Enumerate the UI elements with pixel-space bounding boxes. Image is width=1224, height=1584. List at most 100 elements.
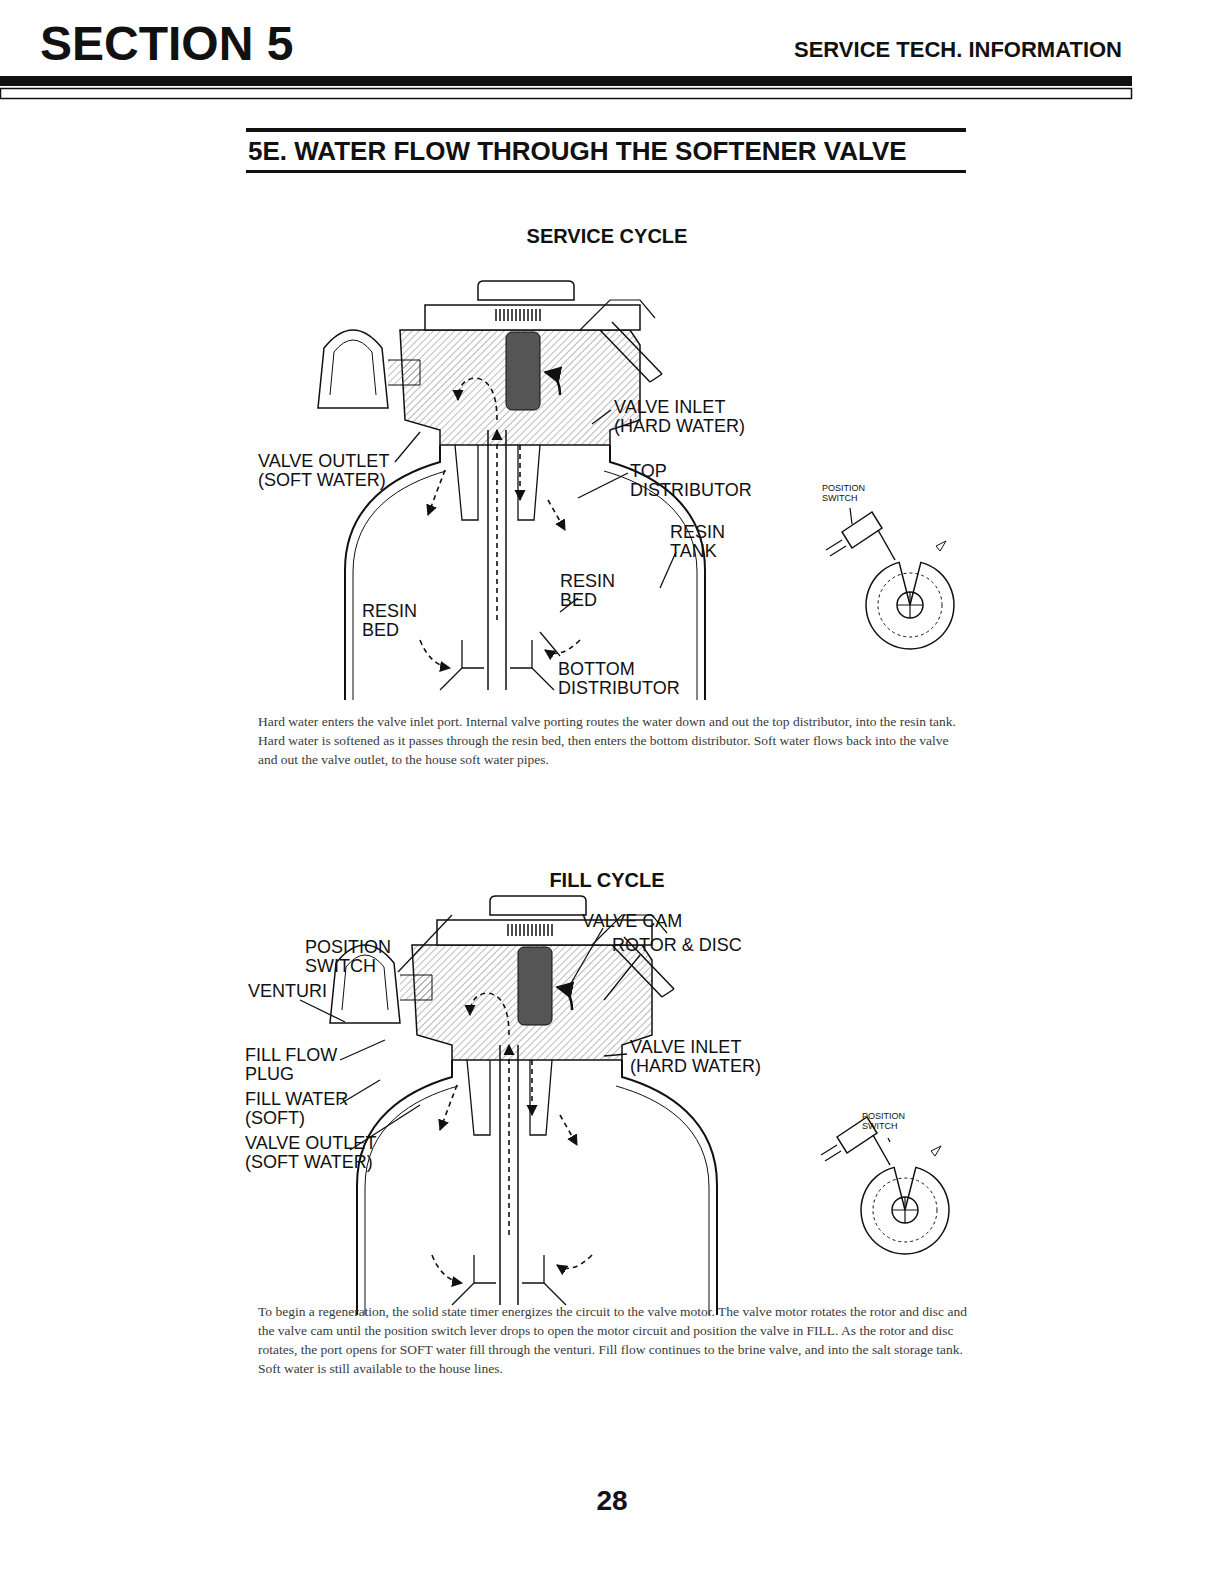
switch-lead bbox=[821, 1145, 841, 1161]
gear-tooth bbox=[551, 924, 553, 936]
flow-arrow bbox=[440, 1085, 457, 1130]
flow-arrow bbox=[545, 640, 580, 653]
part-label: RESIN TANK bbox=[670, 523, 745, 562]
part-label: VALVE OUTLET (SOFT WATER) bbox=[245, 1134, 395, 1173]
motor-cover bbox=[490, 896, 586, 915]
gear-tooth bbox=[495, 309, 497, 321]
cam-hub bbox=[892, 1197, 918, 1223]
direction-mark bbox=[936, 541, 946, 551]
part-label: SERVICE TECH. INFORMATION bbox=[722, 38, 1122, 62]
header-rule bbox=[1, 89, 1132, 99]
riser-tube bbox=[488, 430, 506, 690]
gear-tooth bbox=[515, 309, 517, 321]
gear-tooth bbox=[511, 924, 513, 936]
part-label: FILL WATER (SOFT) bbox=[245, 1090, 375, 1129]
part-label: VALVE INLET (HARD WATER) bbox=[630, 1038, 780, 1077]
section-title: 5E. WATER FLOW THROUGH THE SOFTENER VALV… bbox=[248, 137, 907, 165]
venturi-cap bbox=[318, 330, 388, 408]
gear-tooth bbox=[531, 309, 533, 321]
direction-mark bbox=[931, 1146, 941, 1156]
leader-line bbox=[540, 632, 560, 656]
gear-tooth bbox=[507, 924, 509, 936]
softener-valve bbox=[330, 896, 717, 1315]
venturi-body bbox=[400, 975, 432, 1000]
motor-cover bbox=[478, 281, 574, 300]
venturi-cap bbox=[330, 340, 376, 395]
valve-cam bbox=[866, 562, 954, 649]
flow-arrow bbox=[560, 1115, 577, 1145]
valve-cam bbox=[861, 1167, 949, 1254]
valve-body bbox=[400, 330, 640, 445]
position-switch-cam bbox=[821, 1117, 949, 1254]
part-label: VALVE INLET (HARD WATER) bbox=[614, 398, 764, 437]
gear-tooth bbox=[539, 924, 541, 936]
flow-arrow bbox=[432, 1255, 462, 1283]
gear-tooth bbox=[539, 309, 541, 321]
valve-cam bbox=[873, 1178, 937, 1242]
flow-arrow bbox=[545, 372, 560, 395]
part-label: 28 bbox=[562, 1486, 662, 1516]
gear-tooth bbox=[523, 309, 525, 321]
flow-arrow bbox=[557, 987, 572, 1010]
gear-tooth bbox=[527, 309, 529, 321]
riser-tube bbox=[500, 1045, 518, 1305]
flow-arrow bbox=[420, 640, 450, 668]
part-label: VALVE OUTLET (SOFT WATER) bbox=[258, 452, 408, 491]
part-label: TOP DISTRIBUTOR bbox=[630, 462, 760, 501]
gear-tooth bbox=[535, 924, 537, 936]
inlet-pipe bbox=[600, 322, 662, 382]
valve-body bbox=[412, 945, 652, 1060]
leader-line bbox=[570, 928, 603, 985]
part-label: FILL FLOW PLUG bbox=[245, 1046, 355, 1085]
part-label: BOTTOM DISTRIBUTOR bbox=[558, 660, 688, 699]
gear-tooth bbox=[543, 924, 545, 936]
gear-tooth bbox=[511, 309, 513, 321]
valve-cam bbox=[878, 573, 942, 637]
valve-plate bbox=[425, 305, 640, 330]
part-label: POSITION SWITCH bbox=[822, 484, 882, 503]
part-label: VALVE CAM bbox=[582, 912, 682, 931]
resin-tank bbox=[357, 1060, 452, 1315]
gear-tooth bbox=[499, 309, 501, 321]
leader-line bbox=[398, 915, 452, 972]
cam-hub bbox=[897, 592, 923, 618]
description-text: To begin a regeneration, the solid state… bbox=[258, 1302, 970, 1379]
rotor bbox=[506, 332, 540, 410]
flow-arrow bbox=[557, 1255, 592, 1268]
bottom-distributor bbox=[440, 640, 554, 690]
title-rule bbox=[246, 170, 966, 173]
bottom-distributor bbox=[452, 1255, 566, 1305]
cam-hub bbox=[892, 1197, 918, 1223]
flow-arrow bbox=[458, 378, 497, 420]
leader-line bbox=[604, 1054, 627, 1056]
cam-hub bbox=[897, 592, 923, 618]
switch-lever bbox=[873, 1135, 890, 1165]
part-label: ROTOR & DISC bbox=[612, 936, 742, 955]
leader-line bbox=[578, 473, 628, 498]
venturi-body bbox=[388, 360, 420, 385]
gear-tooth bbox=[503, 309, 505, 321]
part-label: SERVICE CYCLE bbox=[407, 226, 807, 248]
gear-tooth bbox=[523, 924, 525, 936]
leader-line bbox=[300, 1000, 345, 1022]
gear-tooth bbox=[527, 924, 529, 936]
gear-tooth bbox=[519, 309, 521, 321]
resin-tank bbox=[616, 1086, 709, 1315]
flow-arrow bbox=[531, 1060, 533, 1115]
gear-tooth bbox=[515, 924, 517, 936]
gear-tooth bbox=[519, 924, 521, 936]
part-label: POSITION SWITCH bbox=[862, 1112, 922, 1131]
flow-arrow bbox=[496, 430, 498, 620]
part-label: VENTURI bbox=[248, 982, 327, 1001]
title-rule bbox=[246, 128, 966, 132]
flow-arrow bbox=[548, 500, 565, 530]
part-label: RESIN BED bbox=[362, 602, 422, 641]
part-label: POSITION SWITCH bbox=[305, 938, 410, 977]
gear-tooth bbox=[507, 309, 509, 321]
leader-line bbox=[395, 432, 420, 462]
switch-lead bbox=[826, 540, 846, 556]
flow-arrow bbox=[519, 445, 521, 500]
resin-tank bbox=[365, 1086, 458, 1315]
leader-line bbox=[604, 955, 640, 1000]
header-rule bbox=[0, 76, 1132, 86]
